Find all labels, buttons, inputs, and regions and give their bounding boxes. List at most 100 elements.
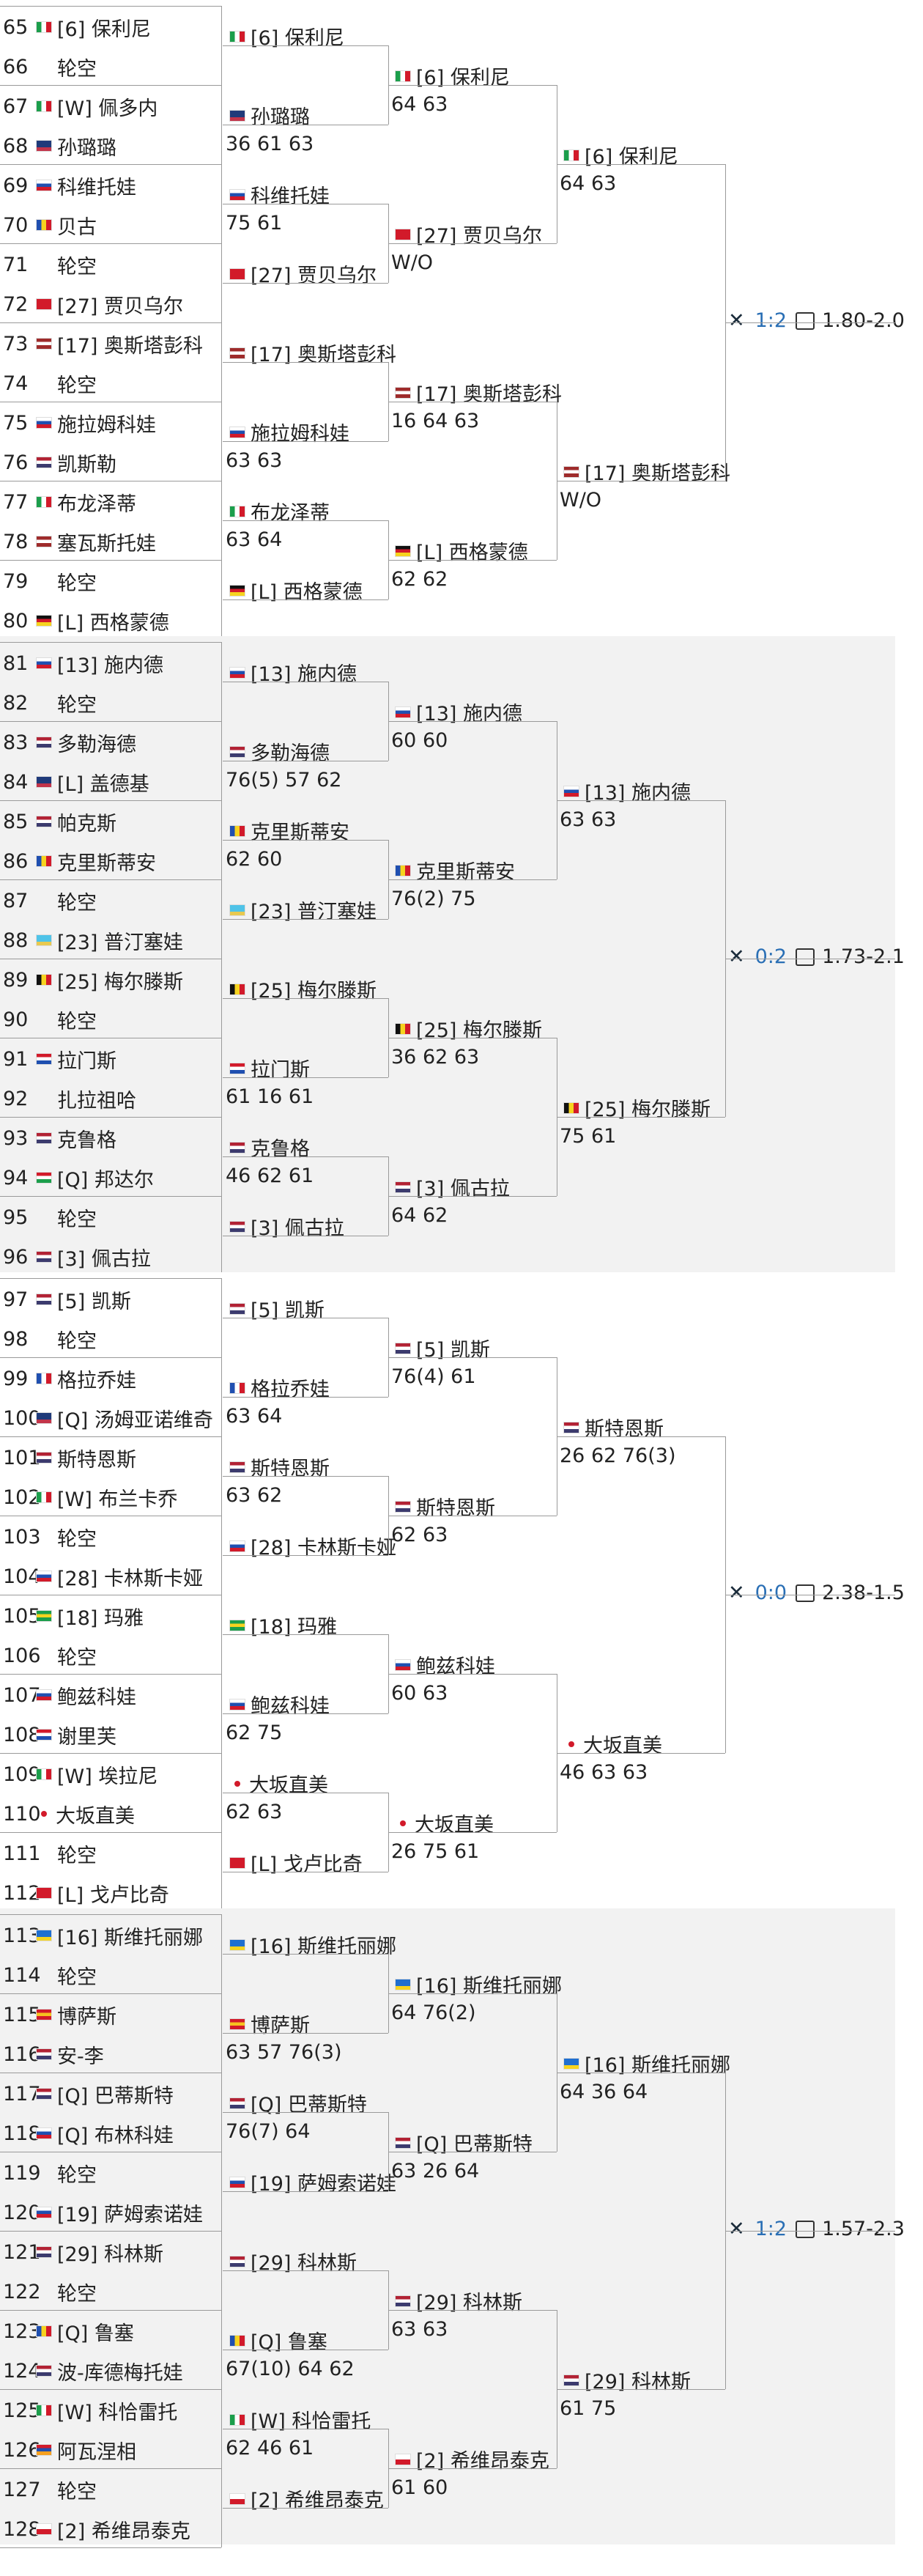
draw-entry[interactable]: 81[13] 施内德 — [0, 643, 220, 683]
draw-entry[interactable]: 113[16] 斯维托丽娜 — [0, 1916, 220, 1955]
round-winner[interactable]: [17] 奥斯塔彭科 — [226, 339, 396, 370]
round-winner[interactable]: [6] 保利尼 — [226, 22, 344, 53]
draw-entry[interactable]: 123[Q] 鲁塞 — [0, 2311, 220, 2351]
draw-entry[interactable]: 80[L] 西格蒙德 — [0, 601, 220, 641]
round-winner[interactable]: [2] 希维昂泰克 — [226, 2484, 384, 2516]
round-winner[interactable]: [13] 施内德 — [226, 658, 357, 690]
draw-entry[interactable]: 105[18] 玛雅 — [0, 1596, 220, 1636]
draw-entry[interactable]: 109[W] 埃拉尼 — [0, 1754, 220, 1794]
draw-entry[interactable]: 120[19] 萨姆索诺娃 — [0, 2193, 220, 2232]
round-winner[interactable]: [L] 西格蒙德 — [226, 576, 363, 608]
draw-entry[interactable]: 88[23] 普汀塞娃 — [0, 920, 220, 960]
draw-entry[interactable]: 65[6] 保利尼 — [0, 7, 220, 47]
head-to-head[interactable]: 1:2 — [755, 309, 787, 332]
draw-entry[interactable]: 94[Q] 邦达尔 — [0, 1158, 220, 1197]
draw-entry[interactable]: 97[5] 凯斯 — [0, 1280, 220, 1319]
round-winner[interactable]: [3] 佩古拉 — [226, 1212, 344, 1244]
round-winner[interactable]: [16] 斯维托丽娜 — [226, 1930, 396, 1962]
draw-entry[interactable]: 125[W] 科恰雷托 — [0, 2391, 220, 2430]
round-winner[interactable]: [18] 玛雅 — [226, 1611, 337, 1642]
round-winner[interactable]: [28] 卡林斯卡娅 — [226, 1532, 396, 1563]
round-winner[interactable]: [5] 凯斯 — [226, 1294, 325, 1326]
draw-entry[interactable]: 117[Q] 巴蒂斯特 — [0, 2074, 220, 2114]
round-winner[interactable]: [L] 戈卢比奇 — [226, 1848, 363, 1880]
round-winner[interactable]: [29] 科林斯 — [226, 2247, 357, 2278]
draw-entry[interactable]: 96[3] 佩古拉 — [0, 1237, 220, 1277]
head-to-head[interactable]: 0:2 — [755, 945, 787, 968]
draw-entry[interactable]: 118[Q] 布林科娃 — [0, 2114, 220, 2153]
round-winner[interactable]: [19] 萨姆索诺娃 — [226, 2168, 396, 2199]
draw-entry[interactable]: 104[28] 卡林斯卡娅 — [0, 1557, 220, 1596]
draw-entry[interactable]: 121[29] 科林斯 — [0, 2232, 220, 2272]
draw-entry[interactable]: 84[L] 盖德基 — [0, 762, 220, 802]
draw-entry[interactable]: 72[27] 贾贝乌尔 — [0, 284, 220, 324]
draw-entry[interactable]: 102[W] 布兰卡乔 — [0, 1477, 220, 1517]
draw-entry[interactable]: 112[L] 戈卢比奇 — [0, 1873, 220, 1913]
head-to-head[interactable]: 0:0 — [755, 1582, 787, 1604]
